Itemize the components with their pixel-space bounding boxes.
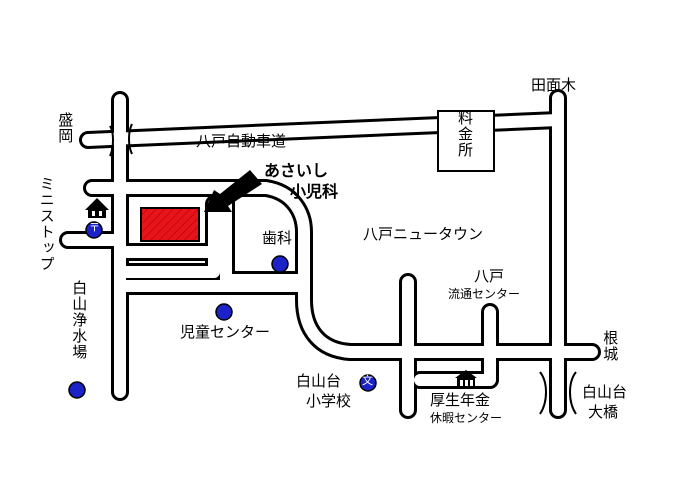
clinic-label-line2: 小児科 bbox=[290, 182, 339, 201]
school-icon: 文 bbox=[362, 374, 373, 387]
house-icon bbox=[85, 198, 109, 218]
bridge-mark-left bbox=[539, 371, 547, 415]
morioka-label: 盛岡 bbox=[56, 112, 75, 144]
dentist-label: 歯科 bbox=[262, 229, 293, 247]
kosei-label-line2: 休暇センター bbox=[430, 411, 503, 425]
dentist-marker bbox=[271, 255, 289, 273]
ryutsu-road-fill bbox=[414, 306, 496, 386]
dental-lane-fill bbox=[220, 182, 306, 286]
school-marker bbox=[359, 374, 377, 392]
clinic-label-line1: あさいし bbox=[264, 161, 329, 180]
clinic-lane-fill bbox=[114, 246, 220, 278]
ryutsu-label-line1: 八戸 bbox=[474, 267, 505, 285]
ryutsu-label-line2: 流通センター bbox=[448, 287, 521, 301]
mini-stop-label: ミニストップ bbox=[37, 176, 56, 272]
building-icon bbox=[455, 370, 477, 388]
kosei-label-line1: 厚生年金 bbox=[430, 391, 491, 409]
shirayama-josui-label: 白山浄水場 bbox=[70, 280, 89, 360]
expressway-label: 八戸自動車道 bbox=[196, 132, 287, 150]
newtown-label: 八戸ニュータウン bbox=[363, 225, 484, 243]
post-office-icon: 〒 bbox=[89, 221, 100, 234]
shirayamadai-school-label-line2: 小学校 bbox=[306, 392, 352, 410]
jido-center-marker bbox=[215, 303, 233, 321]
ohashi-label-line2: 大橋 bbox=[588, 403, 619, 421]
post-office-marker bbox=[85, 221, 103, 239]
tamenoki-label: 田面木 bbox=[531, 76, 577, 94]
arrow-icon bbox=[204, 170, 262, 212]
overpass-mark-right bbox=[128, 123, 133, 155]
shirayama-josui-marker bbox=[68, 381, 86, 399]
jido-center-label: 児童センター bbox=[180, 323, 271, 341]
upper-block-road-fill bbox=[86, 182, 564, 358]
shirayamadai-school-label-line1: 白山台 bbox=[296, 372, 342, 390]
neshiro-label: 根城 bbox=[601, 330, 620, 362]
ohashi-label-line1: 白山台 bbox=[582, 383, 628, 401]
tollgate-label: 料金所 bbox=[456, 110, 474, 158]
tollgate-box bbox=[437, 110, 495, 172]
bridge-mark-right bbox=[569, 371, 577, 415]
clinic-building bbox=[140, 207, 200, 242]
overpass-mark-left bbox=[109, 125, 114, 157]
tamenoki-road-fill bbox=[552, 92, 598, 358]
